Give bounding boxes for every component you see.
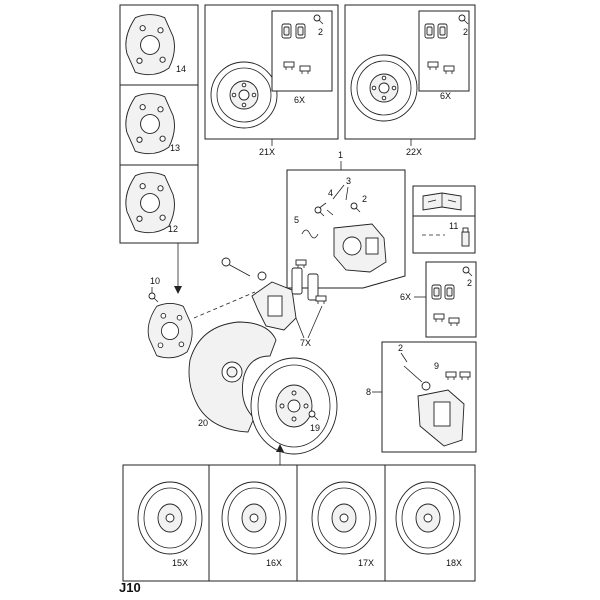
callout-16x: 16X	[266, 558, 282, 568]
callout-2: 2	[318, 27, 323, 37]
callout-2: 2	[467, 278, 472, 288]
arrow-up-icon	[276, 444, 284, 452]
caliper-carrier	[251, 281, 297, 331]
callout-6x: 6X	[294, 95, 305, 105]
shield-plate-14-panel[interactable]: 14	[119, 4, 199, 86]
callout-4: 4	[328, 188, 333, 198]
callout-20: 20	[198, 418, 208, 428]
callout-18x: 18X	[446, 558, 462, 568]
arrow-down-icon	[174, 286, 182, 294]
callout-8: 8	[366, 387, 371, 397]
callout-17x: 17X	[358, 558, 374, 568]
callout-19: 19	[310, 423, 320, 433]
callout-22x: 22X	[406, 147, 422, 157]
bolt	[221, 257, 267, 281]
disc-variant-18x-panel[interactable]: 18X	[384, 464, 476, 582]
callout-13: 13	[170, 143, 180, 153]
callout-11: 11	[449, 221, 458, 231]
carrier-kit-panel[interactable]: 2 9	[381, 341, 477, 453]
page-code: J10	[119, 580, 141, 595]
callout-6x: 6X	[440, 91, 451, 101]
brake-pads	[291, 259, 327, 305]
pad-kit-6x-panel[interactable]: 2	[425, 261, 477, 338]
brake-fluid-panel[interactable]: 11	[412, 215, 476, 254]
disc-variant-15x-panel[interactable]: 15X	[122, 464, 210, 582]
callout-12: 12	[168, 224, 178, 234]
callout-21x: 21X	[259, 147, 275, 157]
callout-5: 5	[294, 215, 299, 225]
callout-15x: 15X	[172, 558, 188, 568]
callout-10: 10	[150, 276, 160, 286]
disc-kit-21x-panel[interactable]: 2 6X 21X	[204, 4, 339, 157]
disc-variant-17x-panel[interactable]: 17X	[296, 464, 386, 582]
exploded-assembly: 10 7X 20	[147, 257, 338, 455]
shield-plate	[147, 303, 193, 359]
callout-7x: 7X	[300, 338, 311, 348]
disc-kit-22x-panel[interactable]: 2 6X 22X	[344, 4, 476, 157]
callout-2: 2	[398, 343, 403, 353]
callout-6x: 6X	[400, 292, 411, 302]
disc-variant-16x-panel[interactable]: 16X	[208, 464, 298, 582]
callout-9: 9	[434, 361, 439, 371]
dust-shield	[188, 321, 277, 433]
callout-2: 2	[463, 27, 468, 37]
callout-2: 2	[362, 194, 367, 204]
callout-1: 1	[338, 150, 343, 160]
shield-plate-12-panel[interactable]: 12	[119, 164, 199, 244]
repair-info-panel[interactable]	[412, 185, 476, 217]
caliper-kit-panel[interactable]: 3 4 2 5	[286, 169, 406, 289]
shield-plate-13-panel[interactable]: 13	[119, 84, 199, 166]
callout-14: 14	[176, 64, 186, 74]
brake-disc	[250, 357, 338, 455]
callout-3: 3	[346, 176, 351, 186]
